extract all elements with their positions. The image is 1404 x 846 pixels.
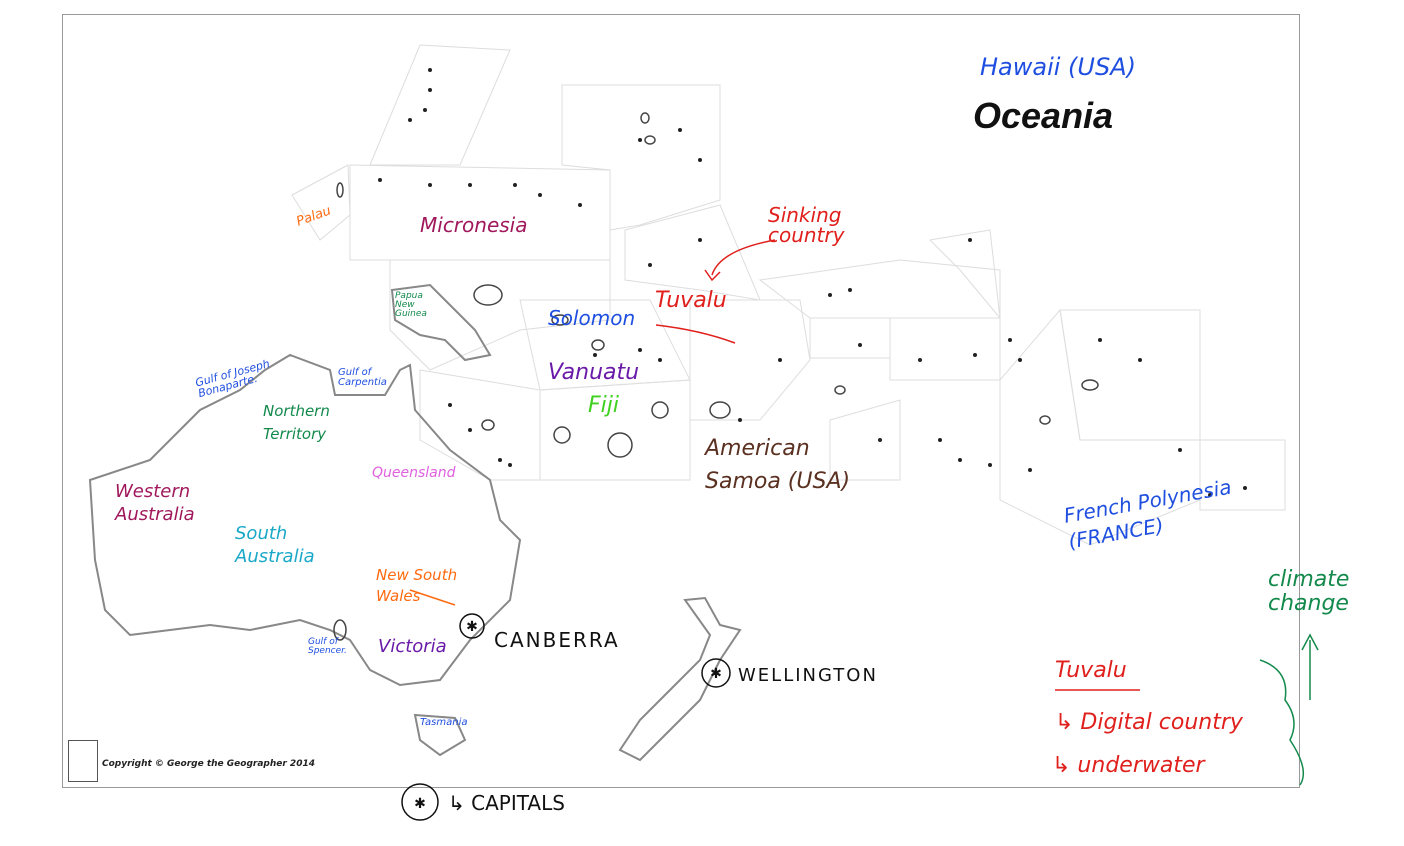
label-western-australia: Western Australia (115, 481, 195, 526)
svg-text:✱: ✱ (710, 666, 722, 682)
capital-star-icons: ✱ ✱ ✱ (414, 619, 722, 812)
label-northern-territory: Northern Territory (263, 402, 330, 443)
note-digital-country: ↳ Digital country (1055, 710, 1243, 735)
note-climate-change: climate change (1268, 567, 1350, 617)
label-queensland: Queensland (372, 465, 456, 481)
svg-text:✱: ✱ (414, 796, 426, 812)
svg-text:✱: ✱ (466, 619, 478, 635)
label-micronesia: Micronesia (420, 213, 528, 237)
note-tuvalu: Tuvalu (1055, 658, 1127, 683)
label-canberra: CANBERRA (494, 628, 620, 652)
map-frame (62, 14, 1300, 788)
label-wellington: WELLINGTON (738, 665, 878, 686)
island-shapes (333, 112, 1099, 641)
label-gulf-spencer: Gulf of Spencer. (308, 637, 347, 656)
label-tasmania: Tasmania (420, 717, 468, 728)
label-south-australia: South Australia (235, 523, 315, 568)
island-dots (378, 68, 1247, 497)
label-sinking-country: Sinking country (768, 203, 845, 247)
legend-capitals: ↳ CAPITALS (448, 791, 565, 815)
label-gulf-carpentaria: Gulf of Carpentia (338, 367, 387, 388)
label-tuvalu-map: Tuvalu (655, 288, 727, 313)
label-vanuatu: Vanuatu (548, 360, 640, 385)
label-fiji: Fiji (588, 393, 619, 418)
label-victoria: Victoria (378, 636, 447, 657)
new-zealand-outline (618, 596, 742, 762)
tasmania-outline (413, 713, 467, 757)
annotation-strokes (401, 239, 1319, 821)
label-american-samoa: American Samoa (USA) (705, 436, 851, 494)
region-boundaries (291, 44, 1286, 546)
label-solomon: Solomon (548, 306, 636, 330)
australia-outline (88, 353, 522, 687)
png-outline (390, 283, 492, 362)
label-new-south-wales: New South Wales (376, 566, 458, 605)
label-png: Papua New Guinea (395, 291, 427, 319)
logo-icon (68, 740, 98, 782)
label-hawaii: Hawaii (USA) (980, 53, 1136, 81)
copyright-text: Copyright © George the Geographer 2014 (102, 759, 315, 769)
note-underwater: ↳ underwater (1052, 753, 1205, 778)
map-title: Oceania (973, 95, 1114, 136)
